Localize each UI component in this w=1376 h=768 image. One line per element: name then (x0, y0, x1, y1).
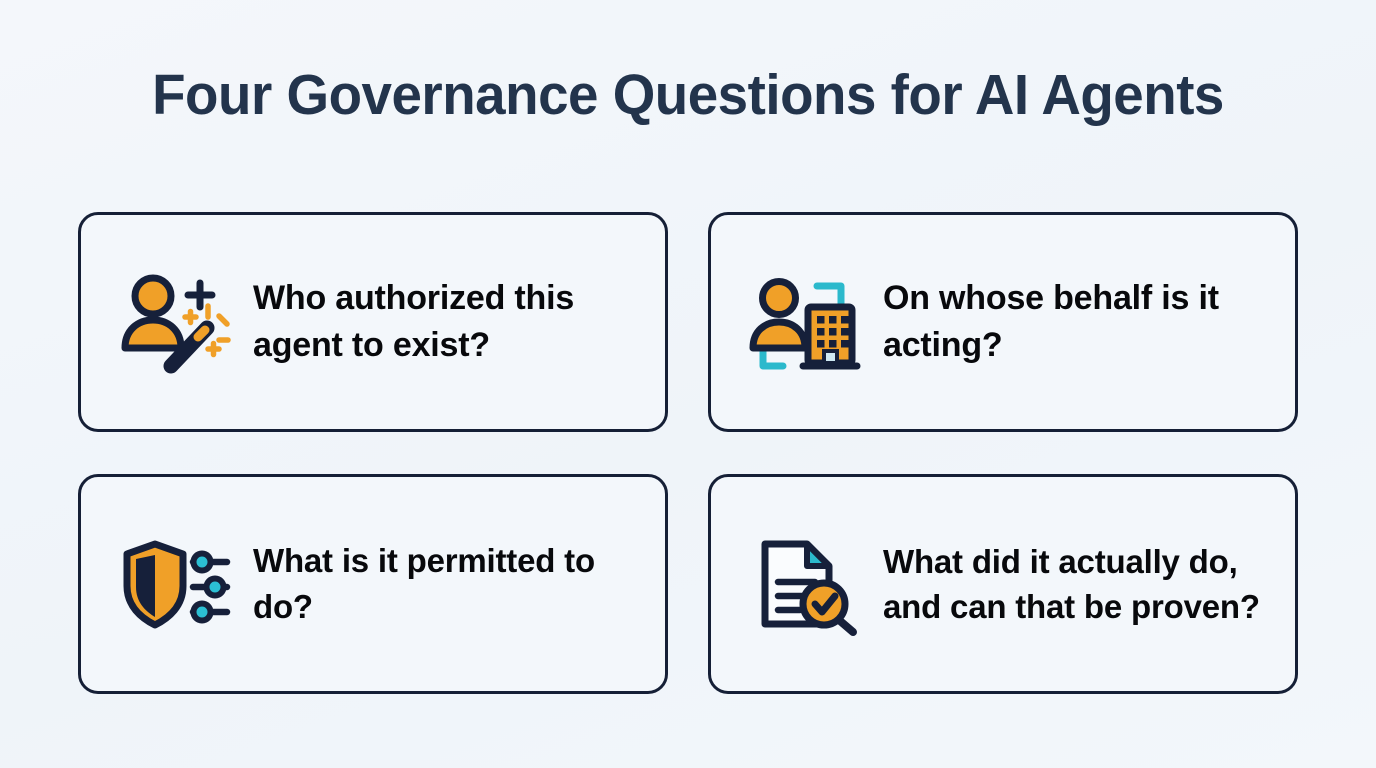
card-question-text: On whose behalf is it acting? (883, 279, 1219, 364)
user-organization-building-icon (745, 270, 861, 374)
card-behalf[interactable]: On whose behalf is it acting? (708, 212, 1298, 432)
page-title: Four Governance Questions for AI Agents (152, 63, 1224, 127)
card-question-text: What did it actually do, and can that be… (883, 542, 1260, 625)
user-plus-magic-wand-icon (115, 270, 231, 374)
card-question-text: Who authorized this agent to exist? (253, 279, 575, 364)
question-card-grid: Who authorized this agent to exist? (78, 212, 1298, 694)
card-question-text: What is it permitted to do? (253, 542, 595, 625)
shield-sliders-icon (115, 532, 231, 636)
card-authorization[interactable]: Who authorized this agent to exist? (78, 212, 668, 432)
card-audit[interactable]: What did it actually do, and can that be… (708, 474, 1298, 694)
document-magnifier-check-icon (745, 532, 861, 636)
card-permissions[interactable]: What is it permitted to do? (78, 474, 668, 694)
